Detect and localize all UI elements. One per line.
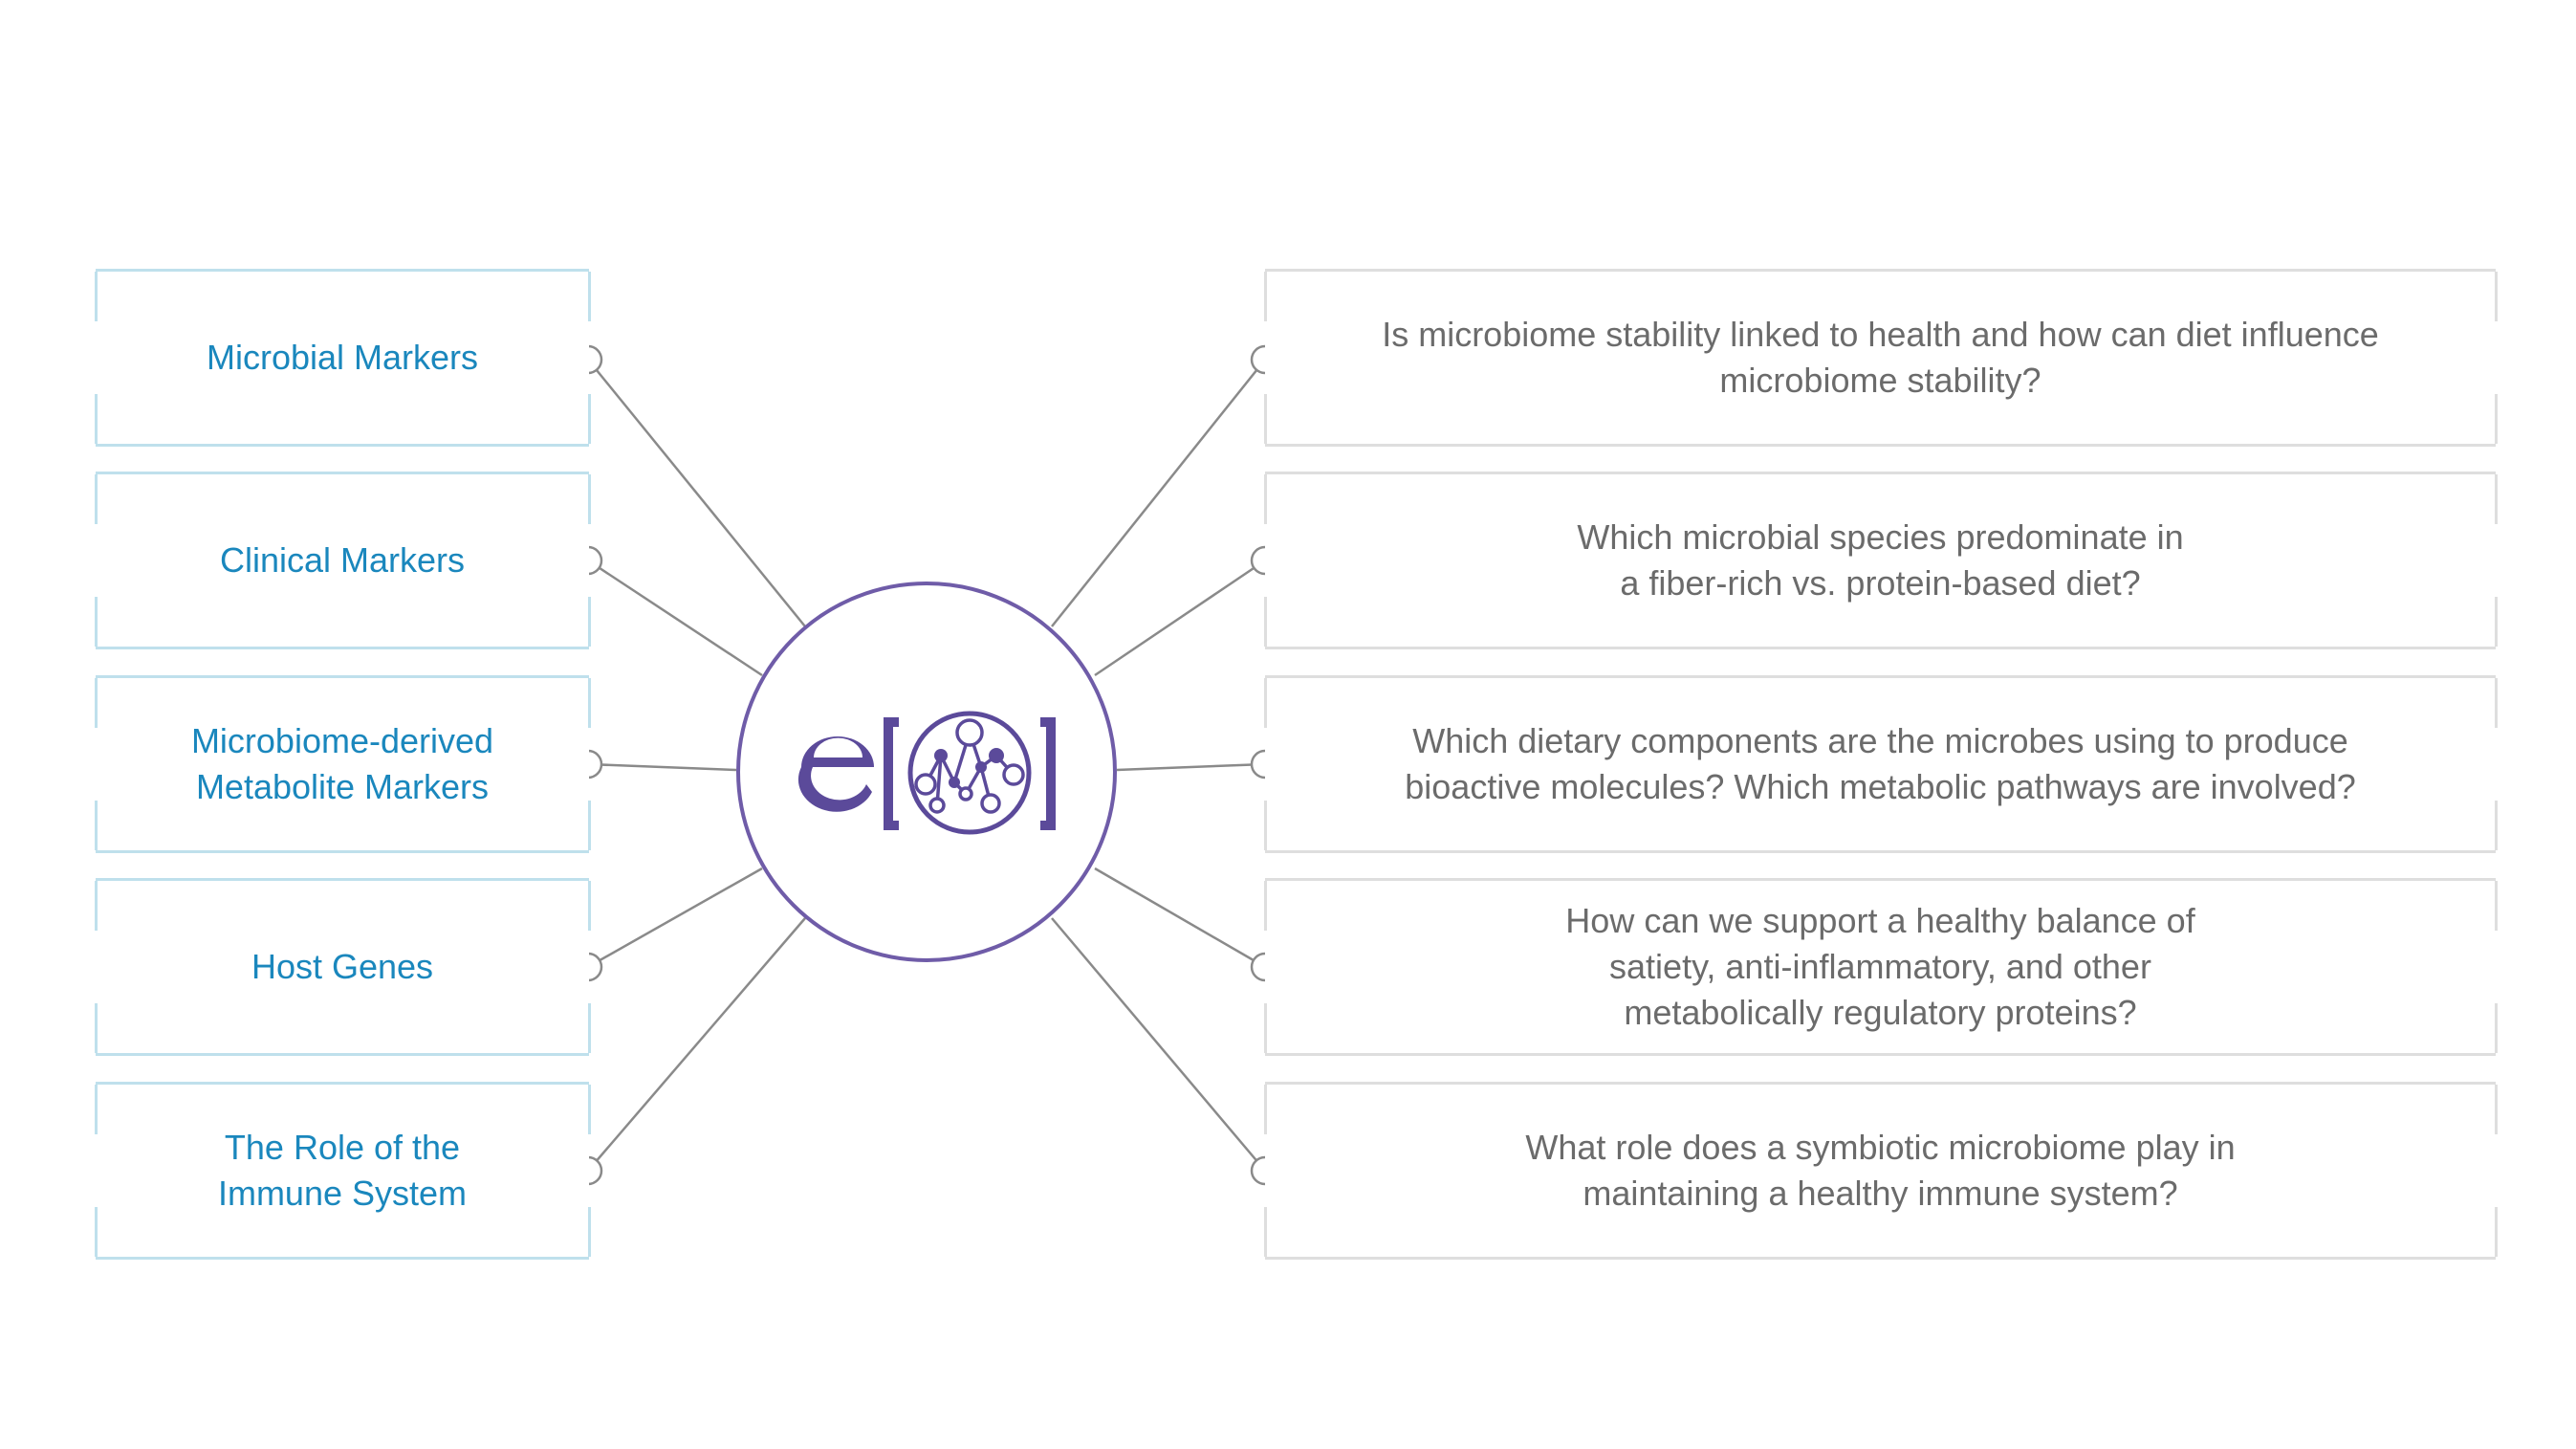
- connector-line-left-2: [587, 559, 763, 677]
- marker-label: Host Genes: [251, 947, 434, 986]
- marker-label: Microbiome-derived Metabolite Markers: [190, 721, 494, 806]
- connector-line-right-1: [1051, 359, 1266, 627]
- e-microbiome-network-logo-icon: [797, 711, 1056, 835]
- question-label: Which microbial species predominate in a…: [1577, 517, 2184, 603]
- marker-box-host-genes: Host Genes: [94, 878, 591, 1056]
- marker-label: Microbial Markers: [206, 338, 479, 377]
- connector-line-right-4: [1094, 867, 1266, 969]
- question-box-dietary-components: Which dietary components are the microbe…: [1263, 675, 2498, 853]
- connector-line-left-4: [587, 867, 763, 969]
- marker-box-microbial: Microbial Markers: [94, 269, 591, 447]
- connector-line-left-5: [587, 917, 806, 1172]
- question-box-regulatory-proteins: How can we support a healthy balance of …: [1263, 878, 2498, 1056]
- question-label: What role does a symbiotic microbiome pl…: [1525, 1128, 2236, 1213]
- connector-line-left-3: [587, 762, 737, 772]
- connector-line-right-5: [1051, 917, 1266, 1172]
- question-label: Which dietary components are the microbe…: [1405, 721, 2356, 806]
- connector-line-right-2: [1094, 559, 1266, 677]
- question-label: How can we support a healthy balance of …: [1565, 901, 2195, 1032]
- marker-label: Clinical Markers: [219, 540, 466, 580]
- marker-box-clinical: Clinical Markers: [94, 472, 591, 649]
- connector-line-left-1: [587, 359, 806, 627]
- marker-box-immune-system: The Role of the Immune System: [94, 1082, 591, 1260]
- question-label: Is microbiome stability linked to health…: [1382, 315, 2379, 400]
- question-box-species: Which microbial species predominate in a…: [1263, 472, 2498, 649]
- question-box-immune-role: What role does a symbiotic microbiome pl…: [1263, 1082, 2498, 1260]
- connector-line-right-3: [1116, 762, 1266, 772]
- marker-label: The Role of the Immune System: [217, 1128, 468, 1213]
- question-box-stability: Is microbiome stability linked to health…: [1263, 269, 2498, 447]
- marker-box-metabolite: Microbiome-derived Metabolite Markers: [94, 675, 591, 853]
